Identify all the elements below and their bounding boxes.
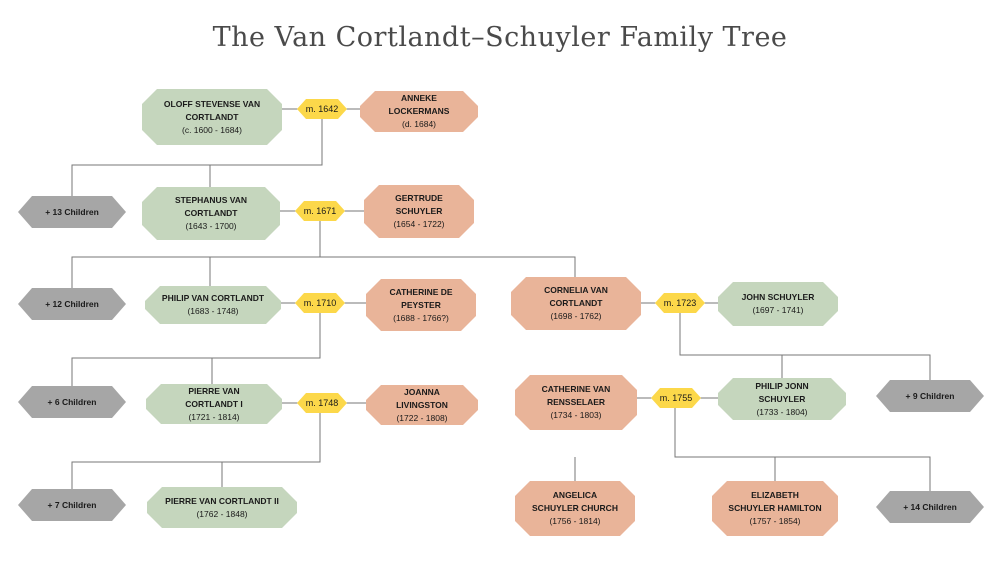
person-dates: (1721 - 1814) — [188, 411, 240, 422]
person-stephanus-van-cortlandt: STEPHANUS VAN CORTLANDT (1643 - 1700) — [142, 187, 280, 240]
person-name: ELIZABETH SCHUYLER HAMILTON — [728, 490, 822, 513]
descent-line — [71, 221, 321, 288]
marriage-badge: m. 1748 — [297, 393, 347, 413]
marriage-badge: m. 1671 — [295, 201, 345, 221]
person-joanna-livingston: JOANNA LIVINGSTON (1722 - 1808) — [366, 385, 478, 425]
person-name: ANNEKE LOCKERMANS — [388, 93, 450, 116]
person-name: OLOFF STEVENSE VAN CORTLANDT — [163, 98, 261, 122]
person-dates: (1734 - 1803) — [550, 410, 602, 420]
person-name: PIERRE VAN CORTLANDT II — [165, 495, 279, 506]
person-anneke-lockermans: ANNEKE LOCKERMANS (d. 1684) — [360, 91, 478, 132]
person-dates: (1757 - 1854) — [749, 516, 801, 526]
children-count-badge: + 9 Children — [876, 380, 984, 412]
children-count-badge: + 12 Children — [18, 288, 126, 320]
descent-line — [71, 313, 321, 386]
marriage-badge: m. 1755 — [651, 388, 701, 408]
descent-line — [71, 413, 321, 489]
person-dates: (1762 - 1848) — [196, 508, 248, 519]
person-oloff-stevense-van-cortlandt: OLOFF STEVENSE VAN CORTLANDT (c. 1600 - … — [142, 89, 282, 145]
person-pierre-van-cortlandt-ii: PIERRE VAN CORTLANDT II (1762 - 1848) — [147, 487, 297, 528]
person-catherine-de-peyster: CATHERINE DE PEYSTER (1688 - 1766?) — [366, 279, 476, 331]
person-philip-jonn-schuyler: PHILIP JONN SCHUYLER (1733 - 1804) — [718, 378, 846, 420]
person-gertrude-schuyler: GERTRUDE SCHUYLER (1654 - 1722) — [364, 185, 474, 238]
person-name: PHILIP VAN CORTLANDT — [161, 293, 265, 303]
person-name: PHILIP JONN SCHUYLER — [755, 380, 809, 404]
marriage-badge: m. 1723 — [655, 293, 705, 313]
person-elizabeth-schuyler-hamilton: ELIZABETH SCHUYLER HAMILTON (1757 - 1854… — [712, 481, 838, 536]
person-cornelia-van-cortlandt: CORNELIA VAN CORTLANDT (1698 - 1762) — [511, 277, 641, 330]
person-dates: (1756 - 1814) — [549, 516, 601, 526]
children-count-badge: + 7 Children — [18, 489, 126, 521]
marriage-badge: m. 1710 — [295, 293, 345, 313]
person-dates: (1688 - 1766?) — [393, 312, 449, 323]
descent-line — [674, 408, 931, 491]
children-count-badge: + 14 Children — [876, 491, 984, 523]
person-name: GERTRUDE SCHUYLER — [395, 193, 443, 216]
person-dates: (1697 - 1741) — [752, 305, 804, 315]
person-dates: (d. 1684) — [401, 119, 437, 129]
person-name: STEPHANUS VAN CORTLANDT — [174, 195, 248, 218]
person-name: JOANNA LIVINGSTON — [396, 386, 448, 410]
person-dates: (1643 - 1700) — [185, 221, 237, 231]
person-pierre-van-cortlandt-i: PIERRE VAN CORTLANDT I (1721 - 1814) — [146, 384, 282, 424]
children-count-badge: + 13 Children — [18, 196, 126, 228]
diagram-title: The Van Cortlandt–Schuyler Family Tree — [212, 22, 788, 53]
person-john-schuyler: JOHN SCHUYLER (1697 - 1741) — [718, 282, 838, 326]
person-philip-van-cortlandt: PHILIP VAN CORTLANDT (1683 - 1748) — [145, 286, 281, 324]
person-name: JOHN SCHUYLER — [741, 292, 815, 302]
person-catherine-van-rensselaer: CATHERINE VAN RENSSELAER (1734 - 1803) — [515, 375, 637, 430]
person-dates: (1683 - 1748) — [187, 306, 239, 316]
person-dates: (1733 - 1804) — [756, 406, 808, 417]
person-dates: (1722 - 1808) — [396, 412, 448, 423]
person-name: CATHERINE DE PEYSTER — [389, 286, 453, 310]
marriage-badge: m. 1642 — [297, 99, 347, 119]
person-dates: (1654 - 1722) — [393, 219, 445, 229]
person-name: PIERRE VAN CORTLANDT I — [185, 385, 243, 409]
children-count-badge: + 6 Children — [18, 386, 126, 418]
person-name: CORNELIA VAN CORTLANDT — [544, 285, 608, 308]
descent-line — [320, 256, 576, 277]
person-angelica-schuyler-church: ANGELICA SCHUYLER CHURCH (1756 - 1814) — [515, 481, 635, 536]
person-dates: (c. 1600 - 1684) — [181, 124, 242, 135]
person-name: CATHERINE VAN RENSSELAER — [541, 384, 611, 407]
person-dates: (1698 - 1762) — [550, 311, 602, 321]
descent-line — [71, 119, 323, 196]
person-name: ANGELICA SCHUYLER CHURCH — [532, 490, 618, 513]
descent-line — [679, 313, 931, 380]
